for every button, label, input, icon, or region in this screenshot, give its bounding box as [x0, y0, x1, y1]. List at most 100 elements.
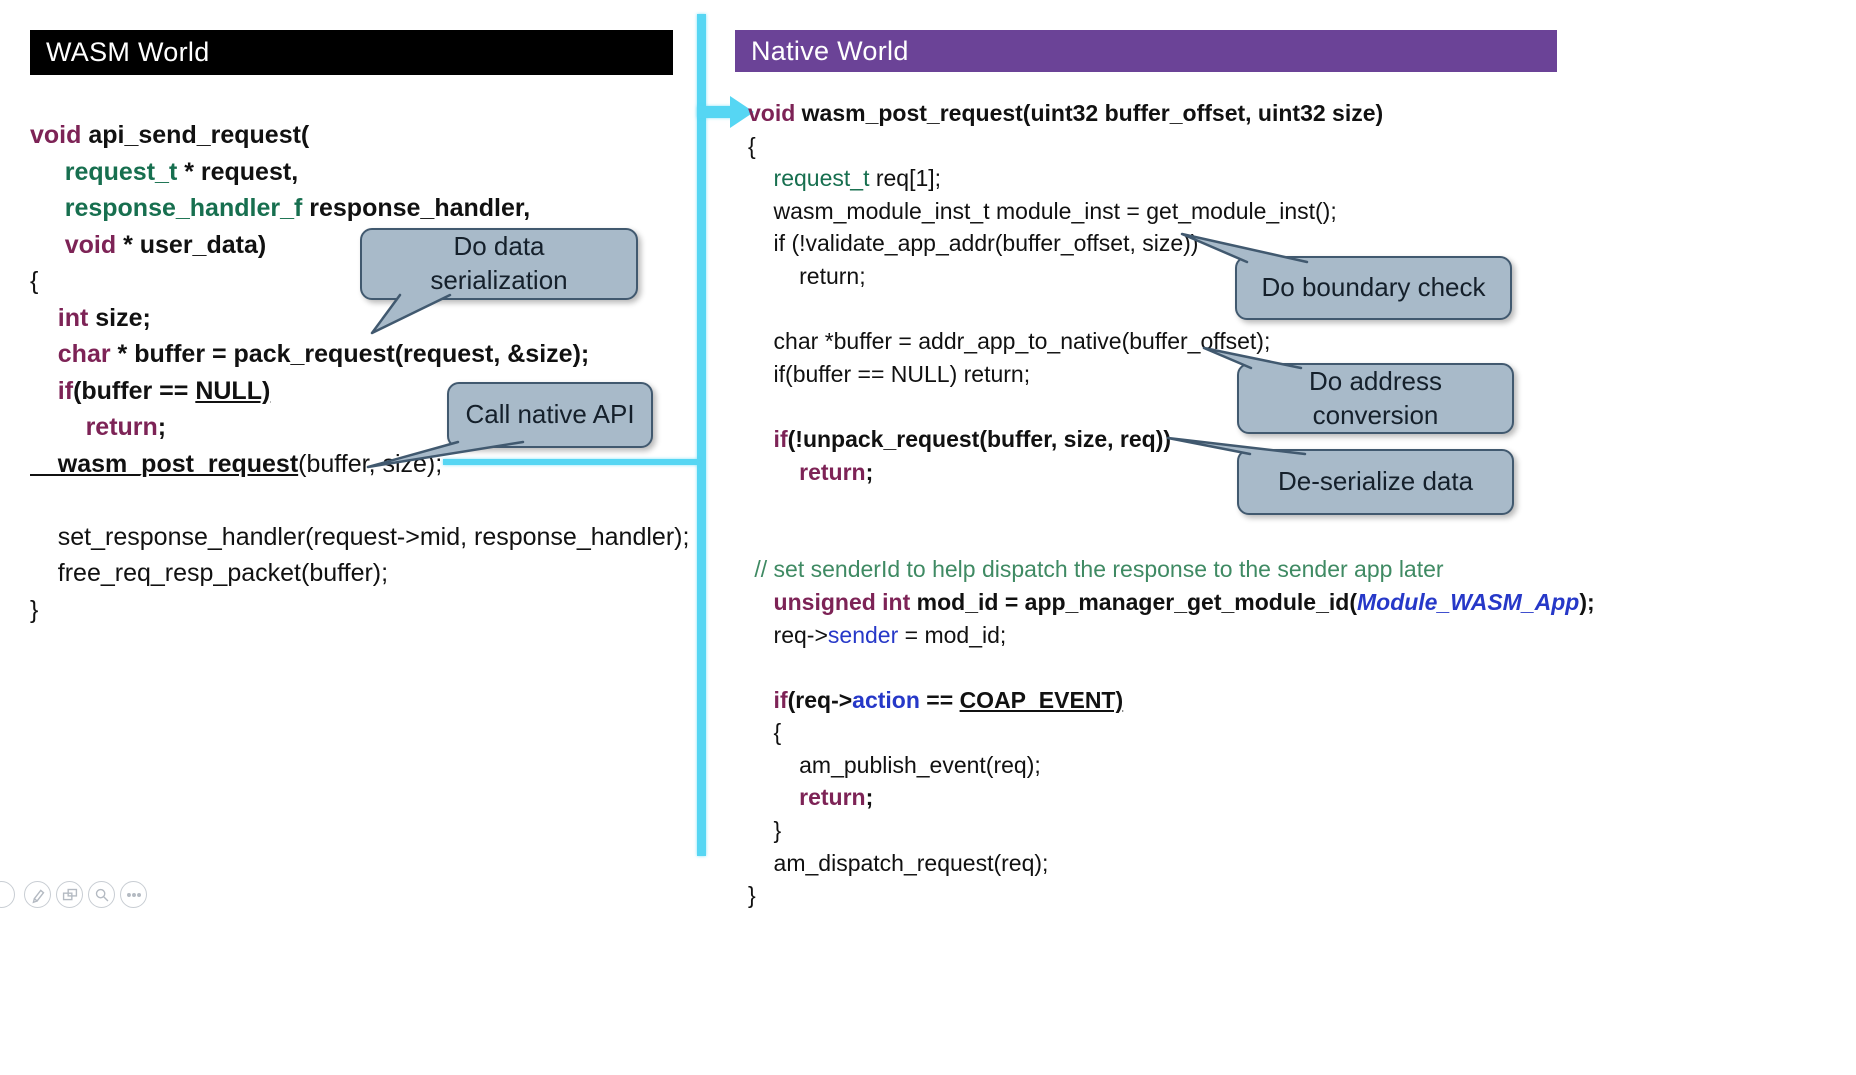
code-token: void — [748, 100, 802, 126]
code-token: wasm_module_inst_t module_inst = get_mod… — [748, 197, 1337, 224]
code-token: sender — [827, 621, 899, 648]
code-token: == — [919, 686, 960, 713]
code-line: } — [30, 592, 689, 629]
code-line: if (!validate_app_addr(buffer_offset, si… — [748, 227, 1595, 260]
code-line: { — [748, 130, 1595, 163]
code-token: NULL) — [195, 376, 271, 405]
code-line: if(!unpack_request(buffer, size, req)) — [748, 423, 1595, 456]
code-line: if(req->action == COAP_EVENT) — [748, 684, 1595, 717]
code-token: wasm_post_request — [30, 449, 299, 478]
code-line: set_response_handler(request->mid, respo… — [30, 519, 690, 556]
code-token: am_publish_event(req); — [748, 751, 1041, 778]
code-token: (!unpack_request(buffer, size, req)) — [787, 425, 1172, 452]
code-line: } — [748, 814, 1595, 847]
code-token: am_dispatch_request(req); — [748, 849, 1049, 876]
code-token: req[1]; — [869, 165, 942, 192]
code-line: wasm_post_request(buffer, size); — [30, 446, 689, 483]
code-line: void wasm_post_request(uint32 buffer_off… — [748, 97, 1595, 130]
native-world-title: Native World — [751, 35, 909, 66]
flow-line-from-call — [443, 459, 699, 465]
code-line: void api_send_request( — [30, 117, 689, 154]
code-token: return — [748, 784, 866, 811]
callout-de-serialize-data: De-serialize data — [1237, 449, 1514, 515]
flow-line-to-native — [697, 106, 733, 118]
wasm-world-header: WASM World — [30, 30, 673, 75]
code-token: ; — [157, 413, 167, 441]
callout-tail — [370, 293, 452, 335]
code-line — [748, 651, 1595, 684]
code-line: wasm_module_inst_t module_inst = get_mod… — [748, 195, 1595, 228]
code-token: COAP_EVENT) — [959, 686, 1124, 713]
callout-call-native-api: Call native API — [447, 382, 653, 448]
callout-tail — [1166, 436, 1307, 456]
code-token: * buffer = pack_request(request, &size); — [117, 340, 590, 368]
code-token: * user_data) — [123, 230, 267, 259]
code-line: if(buffer == NULL) return; — [748, 358, 1595, 391]
code-token: if(buffer == NULL) return; — [748, 360, 1031, 387]
wasm-code: void api_send_request( request_t * reque… — [30, 117, 689, 628]
code-line: return; — [748, 781, 1595, 814]
callout-label: De-serialize data — [1277, 466, 1474, 497]
code-line: char *buffer = addr_app_to_native(buffer… — [748, 325, 1595, 358]
zoom-icon[interactable] — [88, 881, 115, 908]
code-token: * request, — [177, 157, 299, 186]
code-token: wasm_post_request(uint32 buffer_offset, … — [801, 100, 1384, 126]
code-token: return; — [748, 262, 866, 289]
code-token: char — [30, 340, 118, 368]
slides-icon[interactable] — [56, 881, 83, 908]
code-token: Module_WASM_App — [1356, 588, 1580, 615]
more-icon[interactable] — [120, 881, 147, 908]
code-token: response_handler, — [309, 194, 531, 222]
code-token: set_response_handler(request->mid, respo… — [30, 522, 690, 551]
flow-arrowhead-icon — [730, 96, 754, 128]
code-line: unsigned int mod_id = app_manager_get_mo… — [748, 586, 1595, 619]
code-token: free_req_resp_packet(buffer); — [30, 559, 389, 587]
code-token: = mod_id; — [898, 621, 1007, 648]
code-token: mod_id = app_manager_get_module_id( — [916, 588, 1357, 615]
code-token: return — [30, 413, 158, 441]
code-token: api_send_request( — [88, 121, 310, 149]
code-line: response_handler_f response_handler, — [30, 190, 689, 227]
code-token: void — [30, 230, 124, 259]
code-line: request_t * request, — [30, 154, 689, 191]
callout-label: Call native API — [465, 399, 635, 430]
code-token: if — [748, 686, 788, 713]
code-line: { — [748, 716, 1595, 749]
code-line: } — [748, 879, 1595, 912]
code-line: int size; — [30, 300, 689, 337]
code-token: { — [748, 132, 756, 159]
code-token: action — [852, 686, 920, 713]
callout-do-data-serialization: Do data serialization — [360, 228, 638, 300]
flow-line-vertical — [697, 14, 706, 856]
callout-tail — [366, 440, 525, 469]
code-line: void * user_data) — [30, 227, 689, 264]
callout-tail — [1180, 232, 1309, 264]
code-token: } — [748, 817, 782, 844]
code-token: ; — [865, 784, 874, 811]
callout-tail — [1202, 346, 1303, 370]
callout-do-address-conversion: Do address conversion — [1237, 363, 1514, 434]
edge-tool-icon[interactable] — [0, 881, 15, 908]
native-code: void wasm_post_request(uint32 buffer_off… — [748, 97, 1595, 912]
wasm-world-title: WASM World — [46, 37, 210, 67]
code-token: if — [748, 425, 788, 452]
code-line: return; — [30, 409, 689, 446]
code-line: { — [30, 263, 689, 300]
code-token: ; — [865, 458, 874, 485]
code-token: request_t — [748, 165, 870, 192]
code-line: // set senderId to help dispatch the res… — [748, 553, 1595, 586]
code-token: int — [30, 303, 96, 332]
code-line: char * buffer = pack_request(request, &s… — [30, 336, 689, 373]
code-line: am_dispatch_request(req); — [748, 847, 1595, 880]
pen-icon[interactable] — [24, 881, 51, 908]
callout-label: Do data serialization — [430, 231, 568, 295]
code-line: req->sender = mod_id; — [748, 619, 1595, 652]
code-token: size; — [95, 303, 151, 332]
code-token: unsigned int — [748, 588, 917, 615]
callout-label: Do boundary check — [1261, 272, 1486, 303]
code-token: } — [30, 595, 39, 624]
code-line: return; — [748, 456, 1595, 489]
code-token: if (!validate_app_addr(buffer_offset, si… — [748, 230, 1199, 257]
code-line: return; — [748, 260, 1595, 293]
